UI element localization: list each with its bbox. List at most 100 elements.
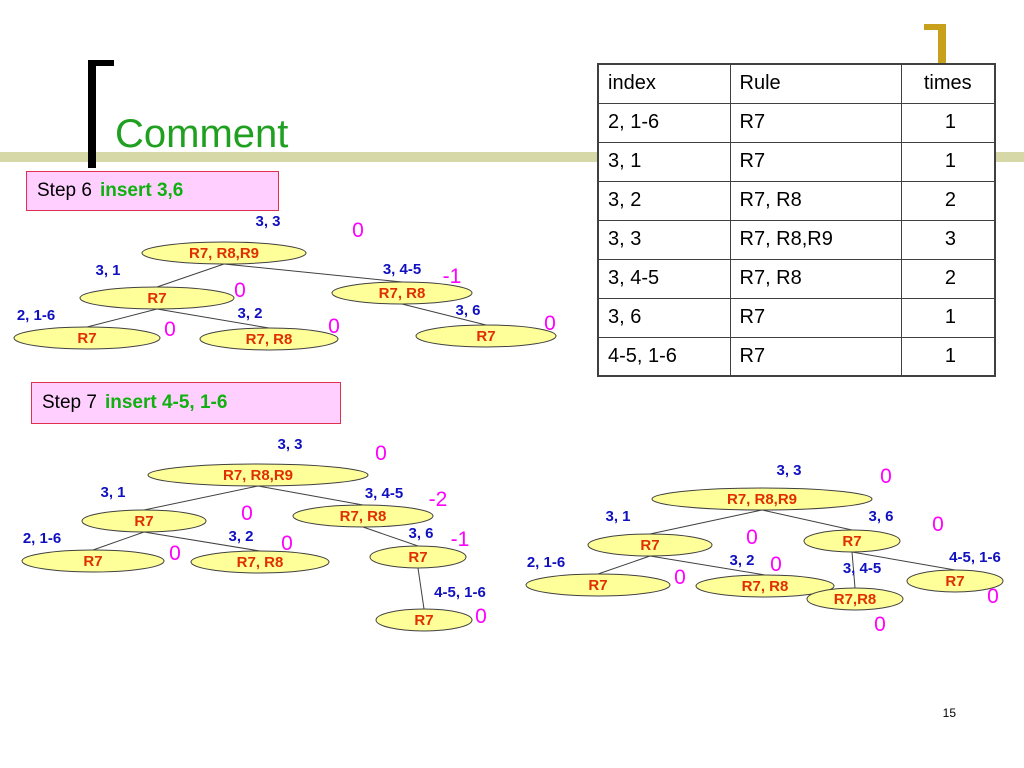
node-balance-factor: 0 <box>874 613 886 636</box>
cell-rule: R7, R8,R9 <box>729 219 902 260</box>
node-balance-factor: 0 <box>932 513 944 536</box>
node-balance-factor: 0 <box>475 605 487 628</box>
node-balance-factor: 0 <box>328 315 340 338</box>
tree-edge <box>156 308 270 329</box>
node-balance-factor: -1 <box>443 265 462 288</box>
header-rule: Rule <box>729 63 902 104</box>
cell-rule: R7, R8 <box>729 180 902 221</box>
node-balance-factor: 0 <box>169 542 181 565</box>
step7-insert: insert 4-5, 1-6 <box>104 392 228 413</box>
tree-node <box>369 545 467 569</box>
tree-edge <box>649 555 766 576</box>
header-index: index <box>597 63 731 104</box>
tree-node <box>525 573 671 597</box>
node-balance-factor: 0 <box>241 502 253 525</box>
node-rules-label: R7 <box>408 549 427 566</box>
node-rules-label: R7, R8,R9 <box>189 245 259 262</box>
cell-times: 1 <box>900 336 996 377</box>
table-header-row: index Rule times <box>597 63 996 104</box>
cell-rule: R7 <box>729 336 902 377</box>
tree-edge <box>257 485 364 506</box>
tree-edge <box>597 555 651 575</box>
cell-rule: R7 <box>729 141 902 182</box>
tree-edge <box>156 263 225 288</box>
node-rules-label: R7,R8 <box>834 591 877 608</box>
node-index-label: 3, 6 <box>408 525 433 542</box>
cell-times: 1 <box>900 102 996 143</box>
tree-edge <box>86 308 158 328</box>
node-rules-label: R7, R8 <box>379 285 426 302</box>
node-rules-label: R7 <box>77 330 96 347</box>
slide-title: Comment <box>115 112 289 156</box>
cell-index: 4-5, 1-6 <box>597 336 731 377</box>
cell-index: 2, 1-6 <box>597 102 731 143</box>
tree-node <box>147 463 369 487</box>
tree-edge <box>851 551 956 571</box>
tree-node <box>13 326 161 350</box>
node-index-label: 4-5, 1-6 <box>434 584 486 601</box>
node-balance-factor: 0 <box>770 553 782 576</box>
node-balance-factor: -2 <box>429 488 448 511</box>
node-rules-label: R7, R8 <box>237 554 284 571</box>
node-index-label: 3, 2 <box>729 552 754 569</box>
node-index-label: 3, 3 <box>255 213 280 230</box>
tree-node <box>906 569 1004 593</box>
cell-rule: R7 <box>729 102 902 143</box>
tree-edge <box>649 509 763 535</box>
node-rules-label: R7 <box>640 537 659 554</box>
tree-node <box>587 533 713 557</box>
tree-node <box>695 574 835 598</box>
node-balance-factor: 0 <box>880 465 892 488</box>
step6-label: Step 6 <box>37 180 92 201</box>
tree-edge <box>362 526 419 547</box>
step6-insert: insert 3,6 <box>99 180 184 201</box>
cell-times: 2 <box>900 258 996 299</box>
cell-index: 3, 6 <box>597 297 731 338</box>
tree-node <box>292 504 434 528</box>
node-index-label: 4-5, 1-6 <box>949 549 1001 566</box>
node-index-label: 3, 1 <box>95 262 120 279</box>
tree-node <box>806 587 904 611</box>
node-balance-factor: 0 <box>234 279 246 302</box>
node-index-label: 3, 2 <box>228 528 253 545</box>
node-index-label: 2, 1-6 <box>527 554 565 571</box>
node-balance-factor: 0 <box>164 318 176 341</box>
header-times: times <box>900 63 996 104</box>
tree-node <box>141 241 307 265</box>
tree-edge <box>223 263 403 283</box>
node-rules-label: R7 <box>588 577 607 594</box>
node-balance-factor: 0 <box>987 585 999 608</box>
node-rules-label: R7, R8,R9 <box>223 467 293 484</box>
node-index-label: 3, 6 <box>455 302 480 319</box>
step6-box: Step 6 insert 3,6 <box>26 171 279 211</box>
node-index-label: 3, 1 <box>605 508 630 525</box>
tree-edge <box>401 303 487 326</box>
tree-node <box>21 549 165 573</box>
node-balance-factor: 0 <box>746 526 758 549</box>
node-index-label: 3, 3 <box>277 436 302 453</box>
node-index-label: 2, 1-6 <box>23 530 61 547</box>
node-index-label: 3, 3 <box>776 462 801 479</box>
tree-node <box>199 327 339 351</box>
node-rules-label: R7, R8 <box>340 508 387 525</box>
cell-times: 3 <box>900 219 996 260</box>
node-balance-factor: 0 <box>352 219 364 242</box>
node-index-label: 2, 1-6 <box>17 307 55 324</box>
tree-node <box>803 529 901 553</box>
node-balance-factor: 0 <box>674 566 686 589</box>
node-index-label: 3, 1 <box>100 484 125 501</box>
node-balance-factor: 0 <box>544 312 556 335</box>
step7-box: Step 7 insert 4-5, 1-6 <box>31 382 341 424</box>
tree-node <box>190 550 330 574</box>
node-rules-label: R7 <box>414 612 433 629</box>
tree-node <box>79 286 235 310</box>
node-index-label: 3, 4-5 <box>383 261 421 278</box>
node-balance-factor: 0 <box>281 532 293 555</box>
node-rules-label: R7 <box>842 533 861 550</box>
node-rules-label: R7, R8 <box>246 331 293 348</box>
